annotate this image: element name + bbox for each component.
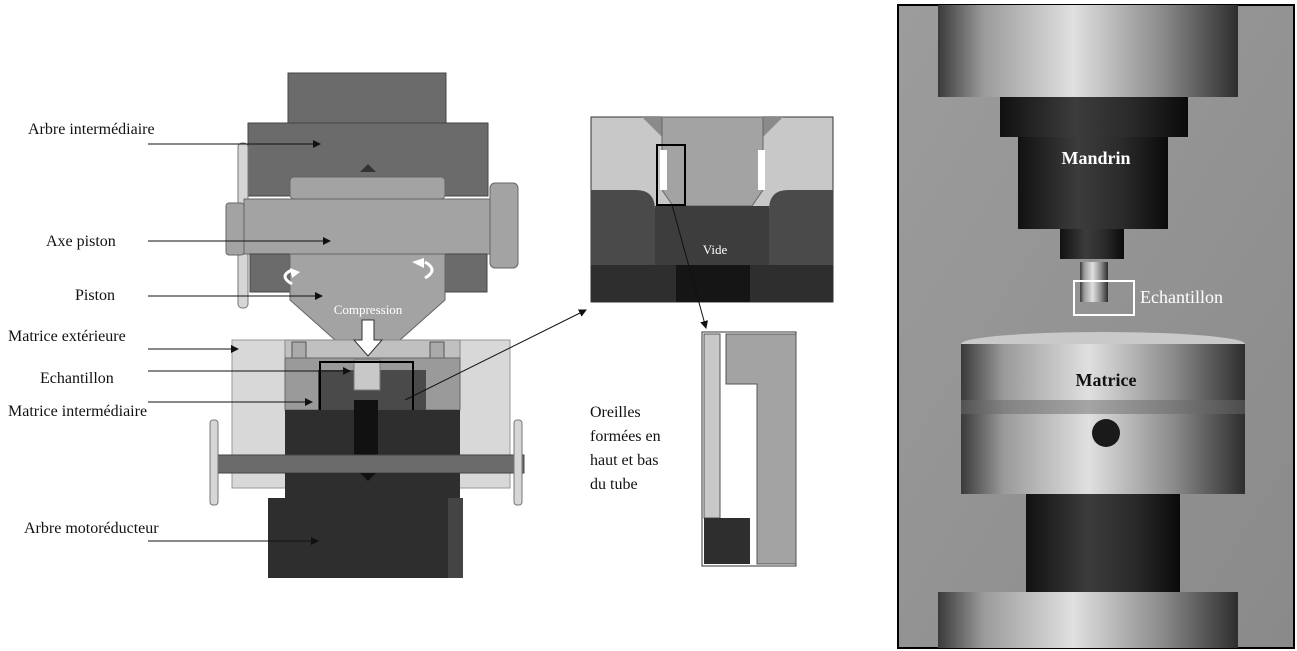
label-echantillon-photo: Echantillon xyxy=(1140,287,1223,307)
arbre-notch xyxy=(360,164,376,172)
echantillon-shape xyxy=(353,359,381,391)
axe-piston-head-left xyxy=(225,202,245,256)
zoom-base xyxy=(704,518,750,564)
motoreducteur-notch xyxy=(360,473,376,481)
chamfer-left xyxy=(642,117,662,137)
mandrin-tip xyxy=(1060,229,1124,259)
upper-chuck-housing xyxy=(938,5,1238,97)
gap-left xyxy=(660,150,667,190)
gap-right xyxy=(758,150,765,190)
oreilles-line-1: Oreilles xyxy=(590,404,641,421)
lower-shaft-photo xyxy=(1026,494,1180,592)
detail-base-center xyxy=(676,265,750,302)
label-matrice-photo: Matrice xyxy=(1076,370,1137,390)
center-shaft xyxy=(354,400,378,455)
die-center xyxy=(655,206,769,265)
axe-piston-body xyxy=(243,198,495,255)
arbre-intermediaire-top xyxy=(287,72,447,124)
rod-lower-left xyxy=(209,419,219,506)
die-right xyxy=(769,190,833,265)
label-echantillon: Echantillon xyxy=(40,370,114,387)
oreilles-line-3: haut et bas xyxy=(590,452,658,469)
arbre-motoreducteur xyxy=(268,498,463,578)
zoom-punch xyxy=(725,333,797,565)
piston-cap xyxy=(289,176,446,200)
die-left xyxy=(591,190,655,265)
matrice-band xyxy=(961,400,1245,414)
matrice-body xyxy=(961,344,1245,494)
label-mandrin: Mandrin xyxy=(1061,148,1130,168)
detail-punch xyxy=(661,116,764,207)
screw-left xyxy=(291,341,307,359)
label-vide: Vide xyxy=(703,242,728,257)
leader-to-zoom xyxy=(671,204,708,329)
label-arbre-intermediaire: Arbre intermédiaire xyxy=(28,121,155,138)
echantillon-box xyxy=(1073,280,1135,316)
oreilles-line-4: du tube xyxy=(590,476,638,493)
label-oreilles: Oreilles formées en haut et bas du tube xyxy=(590,404,665,493)
rotation-arrow-left xyxy=(283,268,293,286)
screw-right xyxy=(429,341,445,359)
label-axe-piston: Axe piston xyxy=(46,233,116,250)
rotation-arrowhead-left xyxy=(290,268,300,278)
lower-chuck-housing xyxy=(938,592,1238,648)
axe-piston-head-right xyxy=(489,182,519,269)
motoreducteur-top xyxy=(285,473,460,498)
chamfer-right xyxy=(763,117,783,137)
zoom-box xyxy=(656,144,686,206)
compression-arrow xyxy=(352,319,384,357)
leader-to-detail xyxy=(404,309,587,401)
label-matrice-intermediaire: Matrice intermédiaire xyxy=(8,403,147,420)
zoom-detail: Oreilles formées en haut et bas du tube xyxy=(590,331,797,567)
zoom-tube-wall xyxy=(703,333,721,519)
label-piston: Piston xyxy=(75,287,115,304)
rotation-arrow-right xyxy=(424,260,434,280)
matrice-hole xyxy=(1092,419,1120,447)
oreilles-line-2: formées en xyxy=(590,428,661,445)
rotation-arrowhead-right xyxy=(412,258,424,268)
assembly-drawing: Compression Arbre intermédiaire Axe pist… xyxy=(8,72,587,578)
photo-panel: Mandrin Echantillon Matrice xyxy=(897,4,1295,649)
mandrin-top xyxy=(1000,97,1188,137)
label-matrice-exterieure: Matrice extérieure xyxy=(8,328,126,345)
compression-label: Compression xyxy=(334,302,403,317)
motoreducteur-side xyxy=(448,498,463,578)
mandrin-body xyxy=(1018,137,1168,229)
detail-view: Vide xyxy=(590,116,834,329)
rod-lower-right xyxy=(513,419,523,506)
label-arbre-motoreducteur: Arbre motoréducteur xyxy=(24,520,159,537)
horizontal-bar xyxy=(211,454,525,474)
